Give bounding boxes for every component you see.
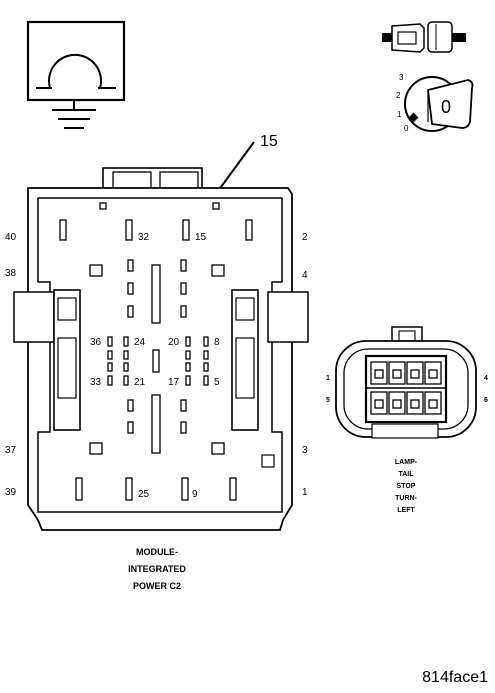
cavity-9: 9 <box>192 489 198 500</box>
lamp-caption-4: TURN- <box>395 495 417 502</box>
lamp-connector-face: 1 5 4 6 <box>326 326 488 439</box>
lamp-connector-caption: LAMP- TAIL STOP TURN- LEFT <box>395 459 418 514</box>
main-connector-caption: MODULE- INTEGRATED POWER C2 <box>128 547 186 591</box>
ignition-position-2: 2 <box>396 91 401 100</box>
ignition-position-1: 1 <box>397 110 402 119</box>
side-number-38: 38 <box>5 268 17 279</box>
ignition-position-3: 3 <box>399 73 404 82</box>
lamp-caption-3: STOP <box>397 483 416 490</box>
caption-line-2: INTEGRATED <box>128 564 186 574</box>
side-number-2: 2 <box>302 232 308 243</box>
lamp-pin-6: 6 <box>484 397 488 404</box>
lamp-pin-5: 5 <box>326 397 330 404</box>
ground-symbol-icon <box>26 20 126 129</box>
ignition-switch-icon: 3 2 1 0 0 <box>396 73 474 133</box>
lamp-pin-1: 1 <box>326 375 330 382</box>
lamp-caption-2: TAIL <box>398 471 414 478</box>
lamp-caption-1: LAMP- <box>395 459 418 466</box>
lamp-caption-5: LEFT <box>397 507 415 514</box>
cavity-8: 8 <box>214 337 220 348</box>
cavity-33: 33 <box>90 377 102 388</box>
cavity-20: 20 <box>168 337 180 348</box>
cavity-15: 15 <box>195 232 207 243</box>
cavity-24: 24 <box>134 337 146 348</box>
caption-line-3: POWER C2 <box>133 581 181 591</box>
side-number-3: 3 <box>302 445 308 456</box>
ignition-key-label: 0 <box>441 97 451 117</box>
cavity-32: 32 <box>138 232 150 243</box>
figure-id: 814face1 <box>422 669 488 686</box>
cavity-25: 25 <box>138 489 150 500</box>
cavity-5: 5 <box>214 377 220 388</box>
side-number-40: 40 <box>5 232 17 243</box>
side-number-39: 39 <box>5 487 17 498</box>
cavity-21: 21 <box>134 377 146 388</box>
cavity-17: 17 <box>168 377 180 388</box>
lamp-pin-4: 4 <box>484 375 488 382</box>
side-number-1: 1 <box>302 487 308 498</box>
cavity-36: 36 <box>90 337 102 348</box>
ignition-position-0: 0 <box>404 124 409 133</box>
side-number-37: 37 <box>5 445 17 456</box>
callout-number: 15 <box>260 133 278 150</box>
connector-plug-icon <box>382 21 466 53</box>
main-connector-face: 32 15 36 24 20 8 33 21 17 5 25 9 40 38 3… <box>5 167 309 531</box>
side-number-4: 4 <box>302 270 308 281</box>
caption-line-1: MODULE- <box>136 547 178 557</box>
